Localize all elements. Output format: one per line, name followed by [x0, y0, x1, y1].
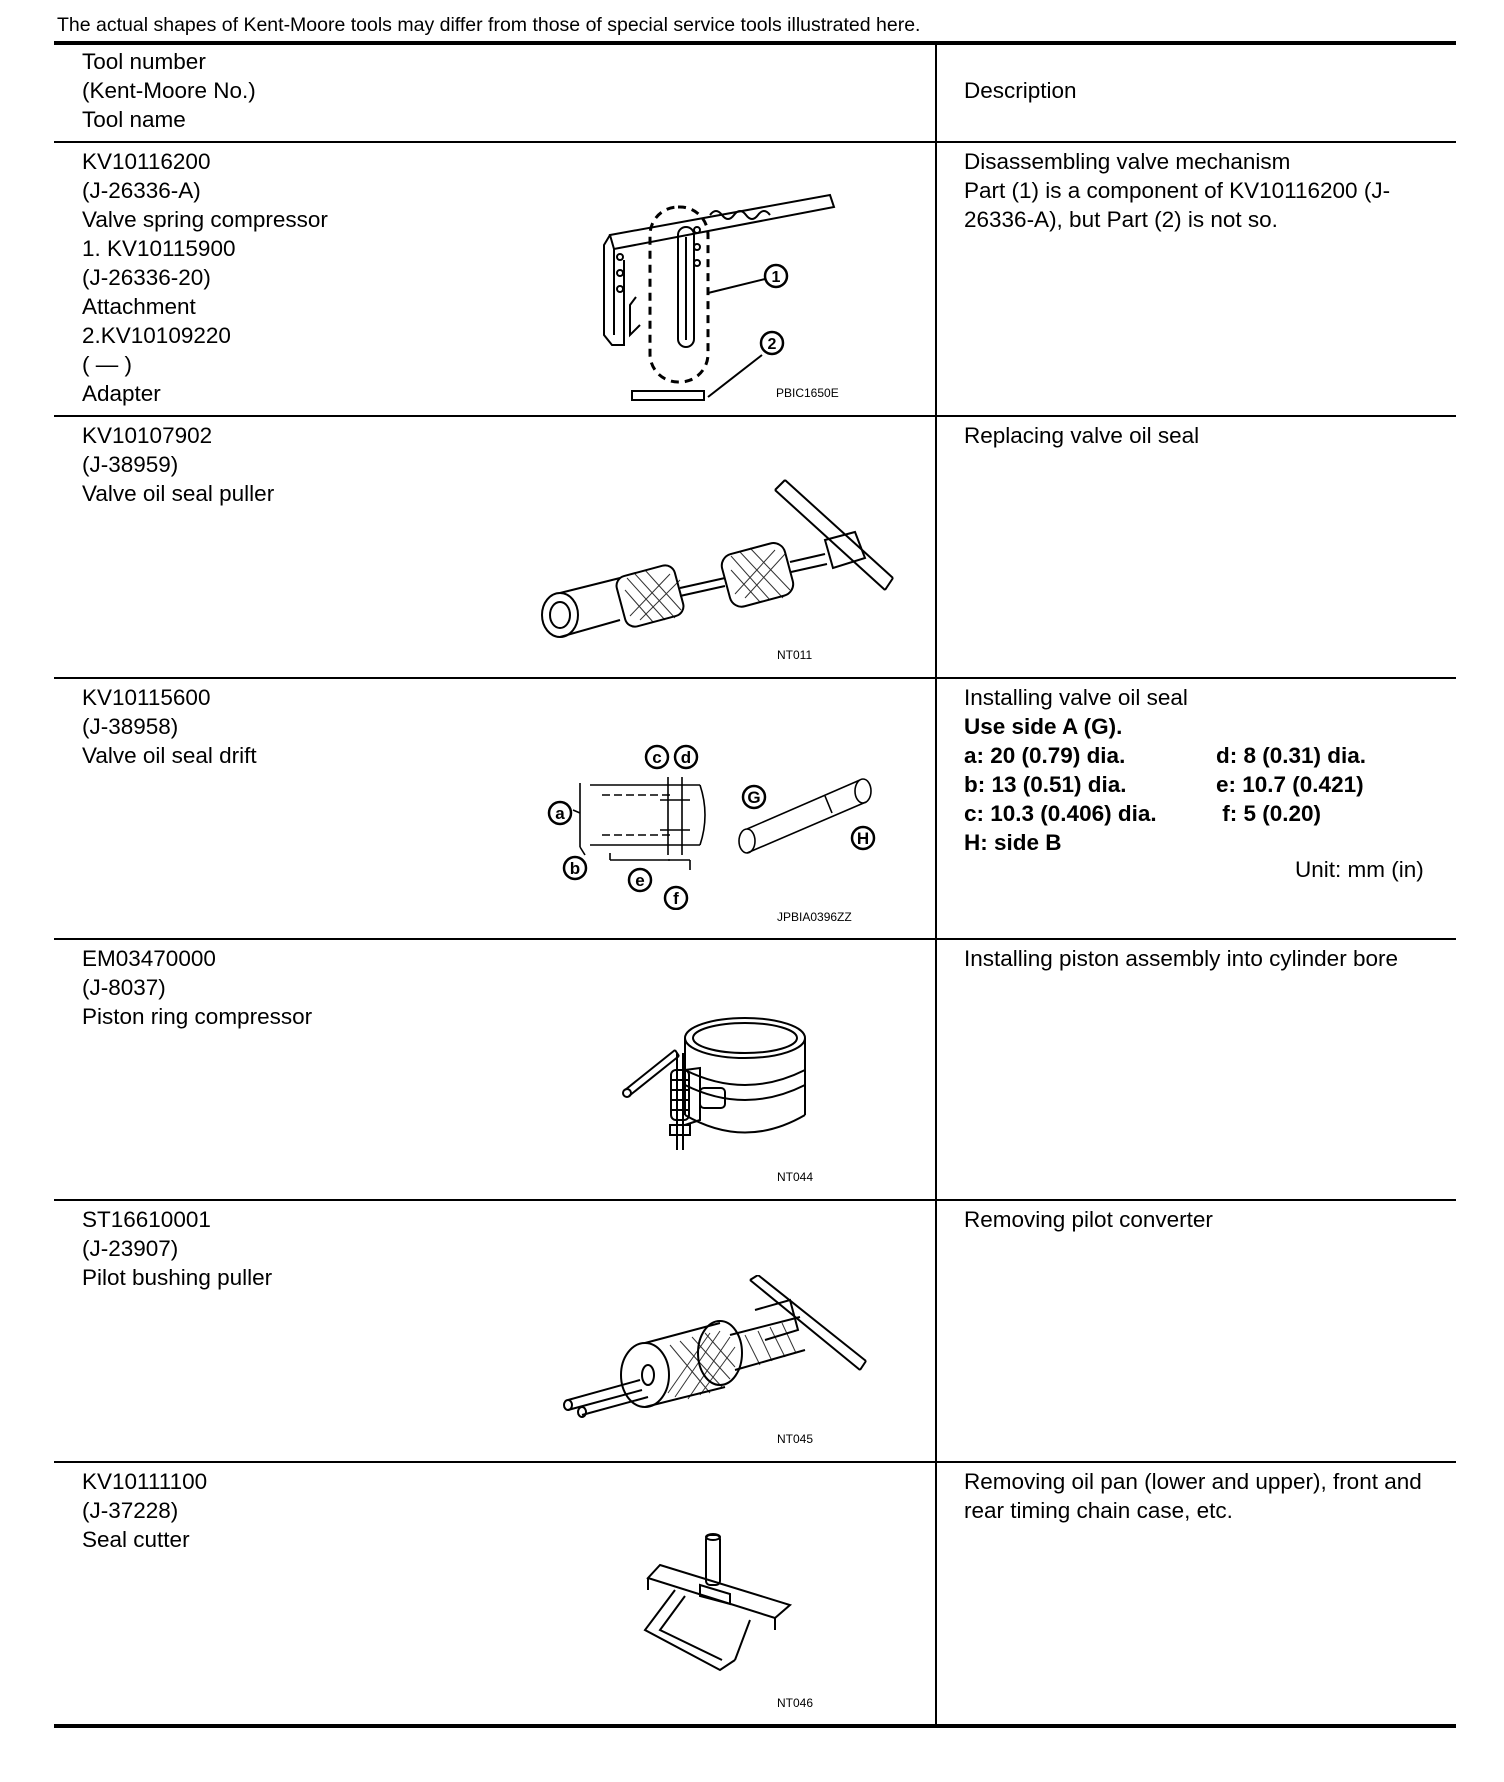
usage-note: Use side A (G).: [964, 714, 1123, 739]
spec-f: f: 5 (0.20): [1216, 801, 1322, 826]
description-line: Installing valve oil seal: [964, 685, 1188, 710]
spec-b: b: 13 (0.51) dia.: [964, 772, 1127, 797]
tool-info-valve-oil-seal-drift: KV10115600 (J-38958) Valve oil seal drif…: [82, 683, 257, 770]
description-piston-ring-compressor: Installing piston assembly into cylinder…: [964, 944, 1398, 973]
callout-b-label: b: [570, 859, 580, 878]
tool-line: 2.KV10109220: [82, 323, 231, 348]
tool-line: (J-38958): [82, 714, 179, 739]
tool-line: (J-8037): [82, 975, 166, 1000]
tool-line: Adapter: [82, 381, 161, 406]
header-line: Tool number: [82, 49, 206, 74]
tool-line: EM03470000: [82, 946, 216, 971]
tool-line: (J-23907): [82, 1236, 179, 1261]
figure-code: NT046: [777, 1696, 814, 1710]
description-valve-oil-seal-puller: Replacing valve oil seal: [964, 421, 1199, 450]
spec-d: d: 8 (0.31) dia.: [1216, 743, 1367, 768]
tool-line: (J-37228): [82, 1498, 179, 1523]
pilot-bushing-puller-illustration: [560, 1275, 880, 1425]
column-divider: [935, 44, 937, 1726]
spec-e: e: 10.7 (0.421): [1216, 772, 1364, 797]
tool-line: (J-26336-20): [82, 265, 211, 290]
callout-g-label: G: [747, 788, 760, 807]
row-divider: [54, 938, 1456, 940]
description-line: Replacing valve oil seal: [964, 423, 1200, 448]
tool-line: KV10111100: [82, 1469, 208, 1494]
figure-code: NT011: [777, 648, 813, 662]
description-line: 26336-A), but Part (2) is not so.: [964, 207, 1278, 232]
tool-line: KV10107902: [82, 423, 213, 448]
figure-code: NT045: [777, 1432, 814, 1446]
row-divider: [54, 1461, 1456, 1463]
header-line: (Kent-Moore No.): [82, 78, 256, 103]
tool-line: Seal cutter: [82, 1527, 190, 1552]
tool-line: Piston ring compressor: [82, 1004, 313, 1029]
row-divider: [54, 677, 1456, 679]
tool-line: Valve spring compressor: [82, 207, 328, 232]
callout-d-label: d: [681, 748, 691, 767]
page-notice: The actual shapes of Kent-Moore tools ma…: [57, 14, 921, 36]
spec-row: a: 20 (0.79) dia. d: 8 (0.31) dia.: [964, 741, 1366, 770]
figure-code: NT044: [777, 1170, 814, 1184]
callout-2-label: 2: [768, 336, 777, 353]
tool-line: 1. KV10115900: [82, 236, 236, 261]
row-divider: [54, 1199, 1456, 1201]
unit-note: Unit: mm (in): [1295, 857, 1424, 882]
callout-1-label: 1: [772, 269, 781, 286]
description-valve-spring-compressor: Disassembling valve mechanism Part (1) i…: [964, 147, 1390, 234]
spec-a: a: 20 (0.79) dia.: [964, 743, 1126, 768]
tool-info-piston-ring-compressor: EM03470000 (J-8037) Piston ring compress…: [82, 944, 312, 1031]
callout-a-label: a: [555, 804, 565, 823]
tool-line: Valve oil seal drift: [82, 743, 257, 768]
description-line: Installing piston assembly into cylinder…: [964, 946, 1398, 971]
tool-line: (J-38959): [82, 452, 179, 477]
table-top-rule: [54, 41, 1456, 45]
description-line: rear timing chain case, etc.: [964, 1498, 1233, 1523]
tool-line: Attachment: [82, 294, 196, 319]
tool-info-pilot-bushing-puller: ST16610001 (J-23907) Pilot bushing pulle…: [82, 1205, 272, 1292]
tool-line: (J-26336-A): [82, 178, 201, 203]
seal-cutter-illustration: [640, 1530, 800, 1680]
tool-line: Pilot bushing puller: [82, 1265, 273, 1290]
description-line: Disassembling valve mechanism: [964, 149, 1291, 174]
description-valve-oil-seal-drift: Installing valve oil seal Use side A (G)…: [964, 683, 1366, 857]
tool-line: ( — ): [82, 352, 132, 377]
description-line: Removing pilot converter: [964, 1207, 1213, 1232]
description-pilot-bushing-puller: Removing pilot converter: [964, 1205, 1213, 1234]
callout-c-label: c: [652, 748, 661, 767]
spec-row: b: 13 (0.51) dia. e: 10.7 (0.421): [964, 770, 1366, 799]
table-bottom-rule: [54, 1724, 1456, 1728]
description-line: Removing oil pan (lower and upper), fron…: [964, 1469, 1422, 1494]
tool-line: Valve oil seal puller: [82, 481, 275, 506]
figure-code: PBIC1650E: [776, 386, 839, 400]
header-description: Description: [964, 78, 1077, 103]
spec-h: H: side B: [964, 830, 1062, 855]
header-tool-column: Tool number (Kent-Moore No.) Tool name: [82, 47, 256, 134]
callout-e-label: e: [635, 871, 644, 890]
valve-oil-seal-drift-illustration: a b c d e f G H: [540, 735, 890, 910]
tool-info-valve-oil-seal-puller: KV10107902 (J-38959) Valve oil seal pull…: [82, 421, 274, 508]
tool-line: KV10115600: [82, 685, 211, 710]
description-line: Part (1) is a component of KV10116200 (J…: [964, 178, 1391, 203]
spec-c: c: 10.3 (0.406) dia.: [964, 801, 1157, 826]
callout-h-label: H: [857, 829, 869, 848]
tool-info-seal-cutter: KV10111100 (J-37228) Seal cutter: [82, 1467, 207, 1554]
tool-line: ST16610001: [82, 1207, 211, 1232]
row-divider: [54, 141, 1456, 143]
valve-spring-compressor-illustration: 1 2: [590, 185, 850, 405]
valve-oil-seal-puller-illustration: [535, 470, 895, 650]
figure-code: JPBIA0396ZZ: [777, 910, 852, 924]
spec-row: c: 10.3 (0.406) dia. f: 5 (0.20): [964, 799, 1366, 828]
description-seal-cutter: Removing oil pan (lower and upper), fron…: [964, 1467, 1422, 1525]
header-line: Tool name: [82, 107, 186, 132]
tool-line: KV10116200: [82, 149, 211, 174]
tool-info-valve-spring-compressor: KV10116200 (J-26336-A) Valve spring comp…: [82, 147, 328, 408]
row-divider: [54, 415, 1456, 417]
callout-f-label: f: [673, 889, 679, 908]
piston-ring-compressor-illustration: [615, 1010, 815, 1160]
